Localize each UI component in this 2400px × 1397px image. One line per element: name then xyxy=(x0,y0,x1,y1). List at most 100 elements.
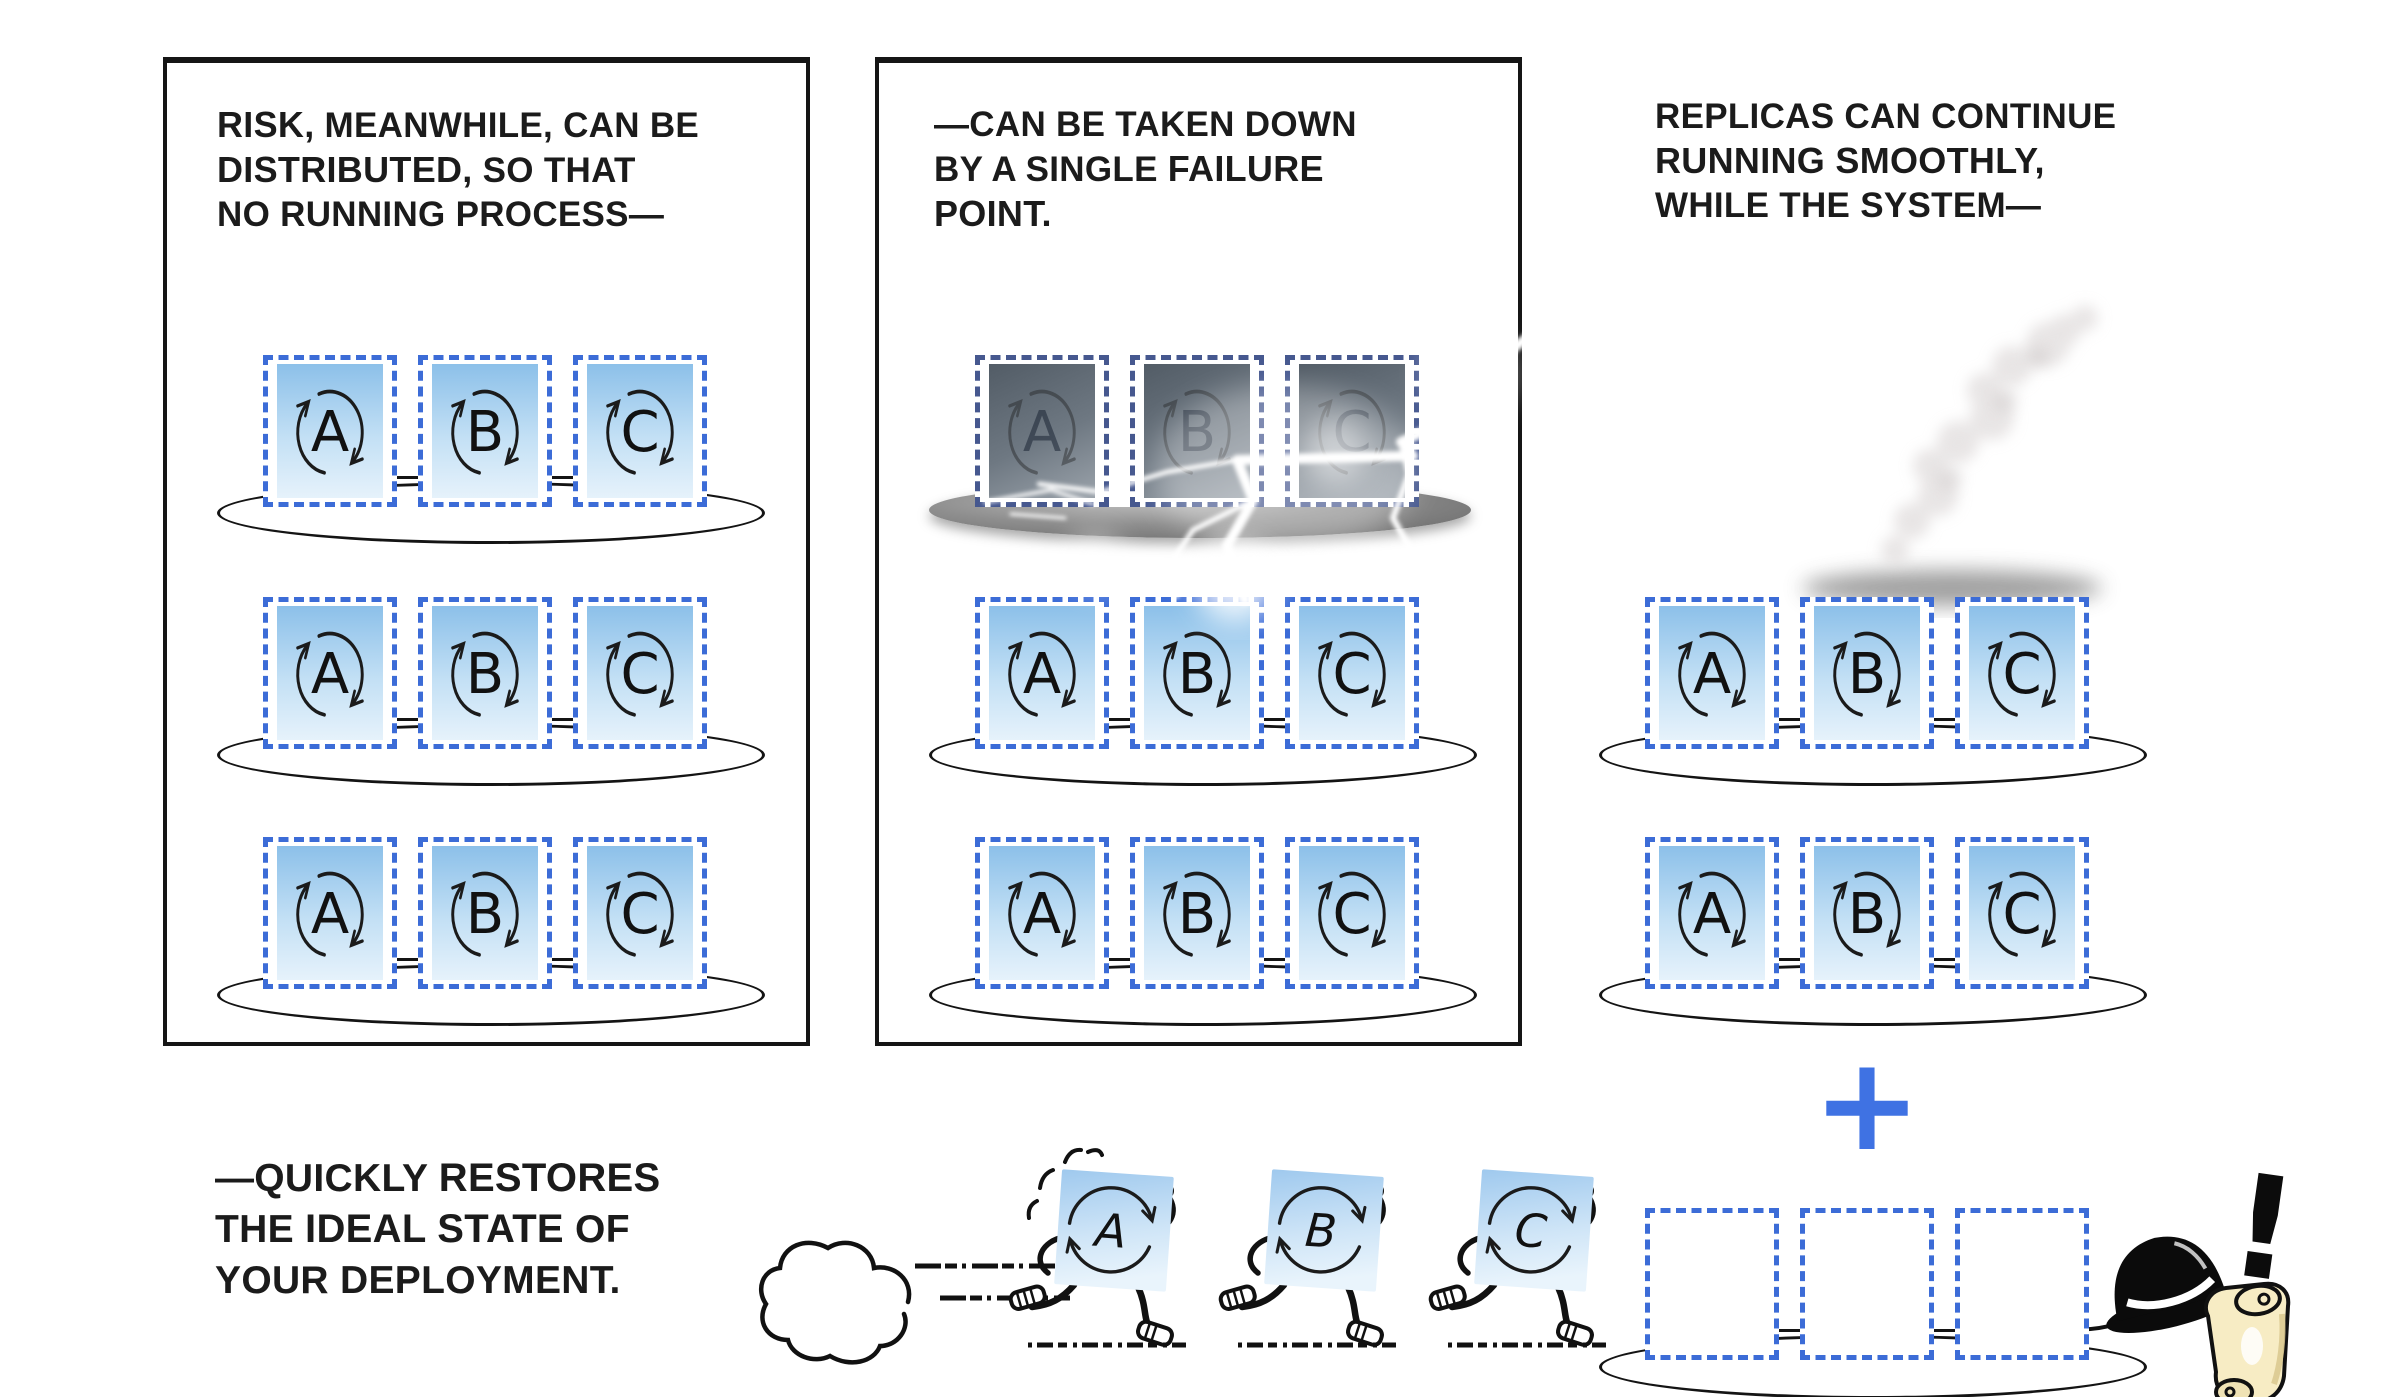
container-pod-a: A xyxy=(263,355,397,507)
pod-fill xyxy=(1814,846,1920,980)
container-pod-a-failed: A xyxy=(975,355,1109,507)
runner-letter: C xyxy=(1513,1203,1549,1259)
pod-fill xyxy=(432,364,538,498)
container-pod-a: A xyxy=(263,597,397,749)
pod-fill xyxy=(1144,846,1250,980)
caption-bold: IDEAL STATE xyxy=(305,1207,564,1251)
pod-fill xyxy=(1299,606,1405,740)
pod-letter: A xyxy=(1022,881,1062,947)
container-pod-b-failed: B xyxy=(1130,355,1264,507)
empty-pod-slot xyxy=(1645,1208,1779,1360)
sync-arrows-icon xyxy=(1678,631,1746,717)
caption-bold: FAILURE xyxy=(1167,148,1324,189)
bowler-hat-icon xyxy=(2106,1236,2239,1333)
panel-single-failure-point: —CAN BE TAKEN DOWN BY A SINGLE FAILURE P… xyxy=(875,57,1548,1046)
panel2-caption: —CAN BE TAKEN DOWN BY A SINGLE FAILURE P… xyxy=(934,105,1357,234)
pod-fill xyxy=(432,606,538,740)
node-row-new xyxy=(1599,1208,2147,1397)
pod-connector xyxy=(1109,718,1130,721)
sync-arrows-icon xyxy=(1008,389,1076,475)
pod-letter: B xyxy=(1177,641,1217,707)
sync-arrows-icon xyxy=(1485,1186,1577,1274)
panel3-caption: REPLICAS CAN CONTINUE RUNNING SMOOTHLY, … xyxy=(1655,97,2117,225)
pod-connector xyxy=(1779,718,1800,721)
pod-connector xyxy=(397,476,418,479)
panel-risk-distributed: RISK, MEANWHILE, CAN BE DISTRIBUTED, SO … xyxy=(163,57,810,1046)
pod-letter: C xyxy=(620,641,660,707)
caption-bold: RESTORES xyxy=(438,1156,661,1200)
running-pod-b: B xyxy=(1218,1169,1396,1348)
pod-connector xyxy=(1779,1329,1800,1332)
sync-arrows-icon xyxy=(1008,871,1076,957)
pod-letter: C xyxy=(620,881,660,947)
pod-letter: B xyxy=(465,641,505,707)
pod-fill xyxy=(1814,606,1920,740)
sync-arrows-icon xyxy=(1065,1186,1157,1274)
container-pod-c: C xyxy=(1285,597,1419,749)
container-pod-a: A xyxy=(975,597,1109,749)
sync-arrows-icon xyxy=(1678,871,1746,957)
pod-fill xyxy=(1969,606,2075,740)
sync-arrows-icon xyxy=(1833,871,1901,957)
panel1-caption: RISK, MEANWHILE, CAN BE DISTRIBUTED, SO … xyxy=(217,104,700,234)
pod-letter: C xyxy=(1332,641,1372,707)
pod-connector xyxy=(552,958,573,961)
sync-arrows-icon xyxy=(1275,1186,1367,1274)
pod-fill xyxy=(989,606,1095,740)
restore-caption: —QUICKLY RESTORES THE IDEAL STATE OF YOU… xyxy=(215,1156,661,1302)
empty-pod-slot xyxy=(1955,1208,2089,1360)
pod-letter: B xyxy=(465,881,505,947)
pod-connector xyxy=(1264,958,1285,961)
node-row: A B C xyxy=(217,355,765,569)
container-pod-c: C xyxy=(1285,837,1419,989)
sync-arrows-icon xyxy=(1318,871,1386,957)
container-pod-b: B xyxy=(1130,837,1264,989)
pod-letter: B xyxy=(1847,641,1887,707)
runner-letter: B xyxy=(1303,1203,1338,1259)
sync-arrows-icon xyxy=(606,389,674,475)
sync-arrows-icon xyxy=(451,871,519,957)
sync-arrows-icon xyxy=(1163,631,1231,717)
container-pod-b: B xyxy=(1800,837,1934,989)
container-pod-b: B xyxy=(418,355,552,507)
container-pod-b: B xyxy=(418,837,552,989)
pod-fill xyxy=(277,606,383,740)
container-pod-c: C xyxy=(573,597,707,749)
container-pod-c: C xyxy=(1955,597,2089,749)
container-pod-b: B xyxy=(1800,597,1934,749)
empty-pod-slot xyxy=(1800,1208,1934,1360)
container-pod-a: A xyxy=(1645,597,1779,749)
pod-connector xyxy=(1934,1329,1955,1332)
pod-fill xyxy=(277,364,383,498)
sync-arrows-icon xyxy=(1988,631,2056,717)
node-row: A B C xyxy=(1599,837,2147,1051)
node-row: A B C xyxy=(929,597,1477,811)
pod-connector xyxy=(1934,958,1955,961)
pod-letter: A xyxy=(1022,399,1062,465)
pod-fill xyxy=(1299,846,1405,980)
pod-connector xyxy=(552,718,573,721)
node-row: A B C xyxy=(929,837,1477,1051)
pod-letter: A xyxy=(310,641,350,707)
sync-arrows-icon xyxy=(1008,631,1076,717)
pod-connector xyxy=(397,718,418,721)
smoke-wisp-icon xyxy=(1802,305,2102,606)
pod-letter: B xyxy=(1847,881,1887,947)
pod-connector xyxy=(1934,718,1955,721)
container-pod-a: A xyxy=(1645,837,1779,989)
pod-letter: C xyxy=(2002,881,2042,947)
caption-bold: RUNNING SMOOTHLY, xyxy=(1655,140,2045,181)
pod-letter: A xyxy=(1692,641,1732,707)
plus-icon: + xyxy=(1812,1028,1922,1180)
container-pod-a: A xyxy=(263,837,397,989)
sync-arrows-icon xyxy=(606,871,674,957)
runner-letter: A xyxy=(1090,1203,1128,1259)
dust-cloud-icon xyxy=(759,1240,912,1365)
pod-fill xyxy=(989,846,1095,980)
exclamation-icon: ! xyxy=(2220,1143,2307,1315)
boot xyxy=(1008,1284,1047,1311)
sync-arrows-icon xyxy=(606,631,674,717)
paper-scroll-icon xyxy=(2204,1281,2291,1397)
pod-letter: A xyxy=(1692,881,1732,947)
running-pod-c: C xyxy=(1428,1169,1606,1348)
